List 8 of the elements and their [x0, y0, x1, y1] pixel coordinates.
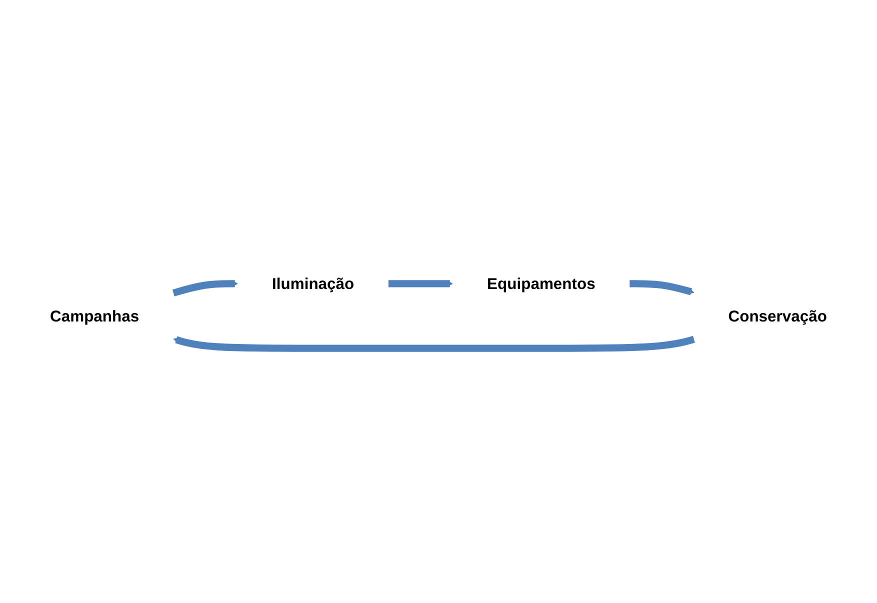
arrow: [173, 336, 695, 352]
node-text: Iluminação: [272, 274, 354, 293]
arrow: [388, 280, 454, 288]
arrow: [630, 280, 694, 296]
node-text: Conservação: [728, 307, 827, 325]
node-text: Campanhas: [50, 307, 140, 325]
arrow: [172, 280, 238, 296]
node-text: Equipamentos: [487, 274, 596, 293]
